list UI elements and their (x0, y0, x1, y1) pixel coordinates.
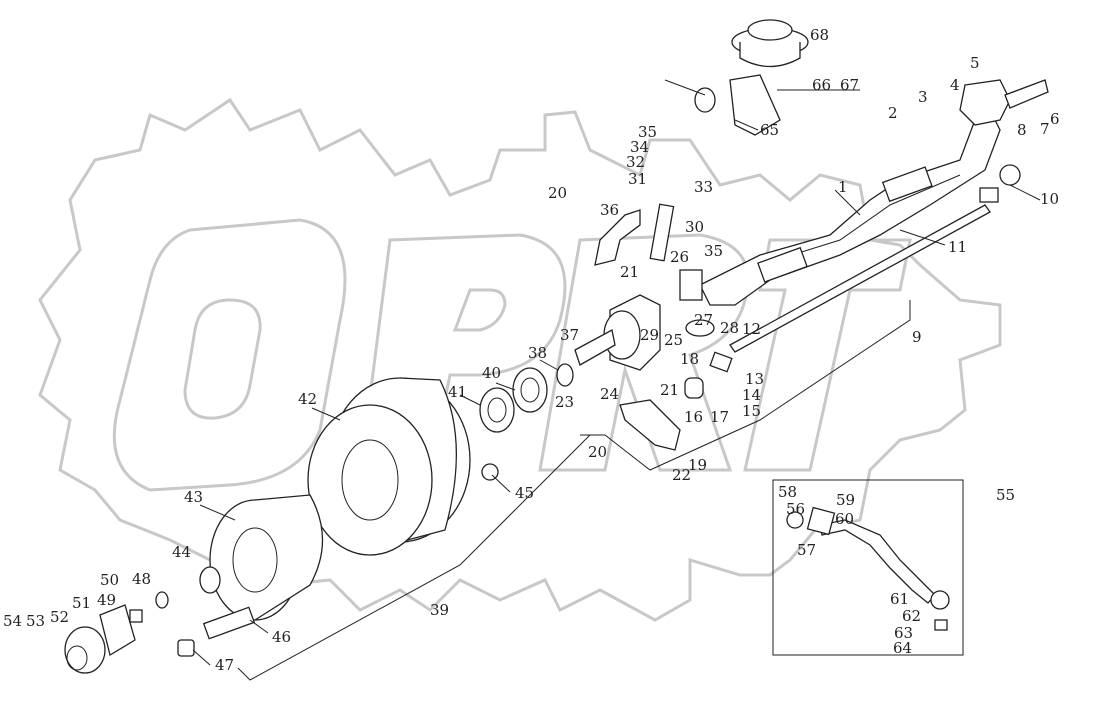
callout-51: 51 (72, 594, 91, 612)
callout-68: 68 (810, 26, 829, 44)
wheel-hub (155, 494, 324, 657)
watermark-gear (38, 97, 1002, 622)
callout-53: 53 (26, 612, 45, 630)
callout-63: 63 (894, 624, 913, 642)
callout-9: 9 (912, 328, 922, 346)
callout-19: 19 (688, 456, 707, 474)
callout-22: 22 (672, 466, 691, 484)
callout-30: 30 (685, 218, 704, 236)
leader-lines (192, 89, 1041, 681)
callout-21: 21 (620, 263, 639, 281)
callout-28: 28 (720, 319, 739, 337)
callout-32: 32 (626, 153, 645, 171)
callout-59: 59 (836, 491, 855, 509)
callout-34: 34 (630, 138, 649, 156)
callout-42: 42 (298, 390, 317, 408)
callout-10: 10 (1040, 190, 1059, 208)
bearings (479, 363, 574, 481)
callout-43: 43 (184, 488, 203, 506)
callout-3: 3 (918, 88, 928, 106)
callout-44: 44 (172, 543, 191, 561)
callout-4: 4 (950, 76, 960, 94)
callout-36: 36 (600, 201, 619, 219)
callout-11: 11 (948, 238, 967, 256)
callout-29: 29 (640, 326, 659, 344)
hub-cap (64, 604, 143, 674)
callout-49: 49 (97, 591, 116, 609)
callout-35: 35 (638, 123, 657, 141)
callout-40: 40 (482, 364, 501, 382)
callout-13: 13 (745, 370, 764, 388)
callout-15: 15 (742, 402, 761, 420)
callout-58: 58 (778, 483, 797, 501)
callout-20: 20 (588, 443, 607, 461)
callout-1: 1 (838, 178, 848, 196)
callout-25: 25 (664, 331, 683, 349)
callout-24: 24 (600, 385, 619, 403)
callout-6: 6 (1050, 110, 1060, 128)
callout-39: 39 (430, 601, 449, 619)
callout-14: 14 (742, 386, 761, 404)
front-axle-beam (699, 109, 1001, 306)
callout-33: 33 (694, 178, 713, 196)
callout-37: 37 (560, 326, 579, 344)
callout-46: 46 (272, 628, 291, 646)
callout-55: 55 (996, 486, 1015, 504)
tie-rod (729, 164, 1021, 353)
callout-5: 5 (970, 54, 980, 72)
callout-54: 54 (3, 612, 22, 630)
callout-66: 66 (812, 76, 831, 94)
callout-16: 16 (684, 408, 703, 426)
callout-2: 2 (888, 104, 898, 122)
callout-23: 23 (555, 393, 574, 411)
brake-chamber (664, 19, 809, 136)
callout-52: 52 (50, 608, 69, 626)
left-steering-knuckle (574, 203, 733, 451)
callout-38: 38 (528, 344, 547, 362)
callout-62: 62 (902, 607, 921, 625)
callout-64: 64 (893, 639, 912, 657)
callout-67: 67 (840, 76, 859, 94)
callout-60: 60 (835, 510, 854, 528)
callout-35: 35 (704, 242, 723, 260)
callout-57: 57 (797, 541, 816, 559)
callout-20: 20 (548, 184, 567, 202)
callout-26: 26 (670, 248, 689, 266)
callout-50: 50 (100, 571, 119, 589)
callout-41: 41 (448, 383, 467, 401)
right-steering-knuckle (959, 79, 1049, 126)
callout-17: 17 (710, 408, 729, 426)
callout-12: 12 (742, 320, 761, 338)
callout-61: 61 (890, 590, 909, 608)
callout-47: 47 (215, 656, 234, 674)
drag-link-inset (772, 479, 964, 656)
callout-18: 18 (680, 350, 699, 368)
callout-21: 21 (660, 381, 679, 399)
callout-7: 7 (1040, 120, 1050, 138)
callout-56: 56 (786, 500, 805, 518)
callout-45: 45 (515, 484, 534, 502)
callout-31: 31 (628, 170, 647, 188)
brake-drum (307, 377, 471, 556)
callout-27: 27 (694, 311, 713, 329)
callout-8: 8 (1017, 121, 1027, 139)
callout-65: 65 (760, 121, 779, 139)
callout-48: 48 (132, 570, 151, 588)
